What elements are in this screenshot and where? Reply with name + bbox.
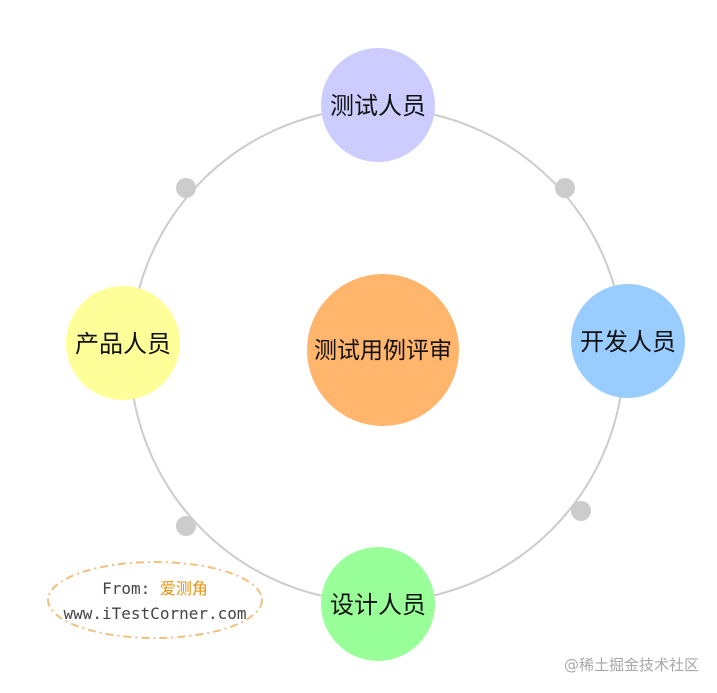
watermark-border: [47, 561, 263, 639]
node-developer-label: 开发人员: [580, 328, 676, 356]
connector-dot-top-left: [176, 178, 196, 198]
connector-dot-bottom-left: [176, 516, 196, 536]
node-developer: 开发人员: [571, 284, 685, 398]
watermark-brand: 爱测角: [160, 579, 208, 598]
node-tester-circle: [321, 48, 435, 162]
connector-dot-bottom-right: [571, 501, 591, 521]
node-tester-label: 测试人员: [330, 92, 426, 120]
node-product-label: 产品人员: [75, 330, 171, 358]
node-product-circle: [66, 286, 180, 400]
center-node: 测试用例评审: [307, 274, 459, 426]
node-designer-label: 设计人员: [330, 591, 426, 619]
watermark-line1: From: 爱测角: [102, 579, 208, 598]
node-tester: 测试人员: [321, 48, 435, 162]
watermark-line2: www.iTestCorner.com: [63, 604, 246, 623]
connector-dot-top-right: [555, 178, 575, 198]
node-designer-circle: [321, 547, 435, 661]
footer-credit: @稀土掘金技术社区: [564, 656, 699, 674]
center-node-circle: [307, 274, 459, 426]
node-designer: 设计人员: [321, 547, 435, 661]
center-node-label: 测试用例评审: [314, 338, 452, 364]
node-developer-circle: [571, 284, 685, 398]
node-product: 产品人员: [66, 286, 180, 400]
watermark-prefix: From:: [102, 579, 160, 598]
watermark-badge: From: 爱测角 www.iTestCorner.com: [47, 561, 263, 639]
